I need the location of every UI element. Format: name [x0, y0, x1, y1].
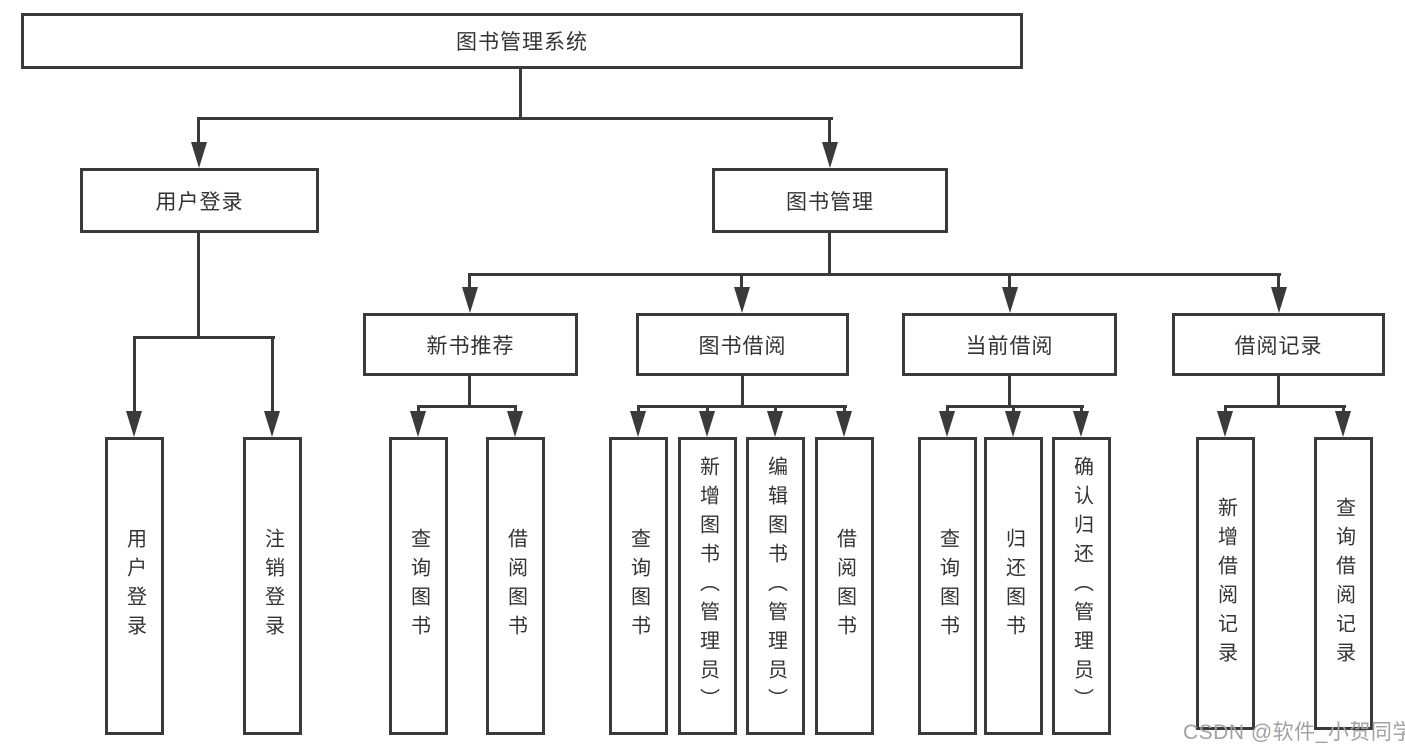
leaf-current-query-books: 查询图书	[918, 437, 977, 735]
connector-line	[197, 233, 200, 339]
connector-line	[774, 405, 777, 414]
leaf-label: 借阅图书	[504, 528, 527, 644]
connector-line	[417, 405, 420, 414]
arrow-down-icon	[1335, 411, 1351, 437]
leaf-borrowing-query-books: 查询图书	[609, 437, 668, 735]
leaf-label: 借阅图书	[833, 528, 856, 644]
arrow-down-icon	[699, 411, 715, 437]
node-label: 图书管理	[786, 190, 874, 214]
leaf-label: 新增借阅记录	[1214, 496, 1237, 671]
node-user-login: 用户登录	[80, 168, 319, 233]
connector-line	[1277, 376, 1280, 408]
connector-line	[197, 117, 200, 145]
leaf-records-add-record: 新增借阅记录	[1196, 437, 1255, 730]
leaf-label: 注销登录	[261, 528, 284, 644]
arrow-down-icon	[126, 411, 142, 437]
connector-line	[1080, 405, 1083, 414]
arrow-down-icon	[462, 287, 478, 313]
leaf-current-confirm-return: 确认归还（管理员）	[1052, 437, 1111, 735]
node-new-book-recommend: 新书推荐	[363, 313, 578, 376]
arrow-down-icon	[822, 142, 838, 168]
arrow-down-icon	[1002, 287, 1018, 313]
node-root: 图书管理系统	[21, 13, 1023, 69]
leaf-label: 确认归还（管理员）	[1070, 455, 1093, 717]
connector-line	[133, 336, 275, 339]
connector-line	[1224, 405, 1227, 414]
arrow-down-icon	[507, 411, 523, 437]
connector-line	[828, 233, 831, 276]
connector-line	[271, 336, 274, 414]
connector-line	[828, 117, 831, 145]
connector-line	[1342, 405, 1345, 414]
leaf-borrowing-borrow-books: 借阅图书	[815, 437, 874, 735]
node-current-borrowing: 当前借阅	[902, 313, 1117, 376]
leaf-borrowing-add-books: 新增图书（管理员）	[678, 437, 737, 735]
node-label: 借阅记录	[1234, 334, 1323, 358]
connector-line	[706, 405, 709, 414]
leaf-recommend-borrow-books: 借阅图书	[486, 437, 545, 735]
arrow-down-icon	[939, 411, 955, 437]
connector-line	[843, 405, 846, 414]
arrow-down-icon	[1217, 411, 1233, 437]
connector-line	[519, 68, 522, 120]
node-book-management: 图书管理	[712, 168, 948, 233]
connector-line	[514, 405, 517, 414]
connector-line	[946, 405, 949, 414]
connector-line	[133, 336, 136, 414]
node-book-borrowing: 图书借阅	[636, 313, 849, 376]
leaf-label: 新增图书（管理员）	[696, 455, 719, 717]
arrow-down-icon	[836, 411, 852, 437]
connector-line	[946, 405, 1084, 408]
leaf-label: 查询借阅记录	[1332, 496, 1355, 671]
leaf-label: 编辑图书（管理员）	[764, 455, 787, 717]
arrow-down-icon	[264, 411, 280, 437]
leaf-label: 归还图书	[1002, 528, 1025, 644]
connector-line	[1012, 405, 1015, 414]
arrow-down-icon	[191, 142, 207, 168]
connector-line	[740, 273, 743, 290]
connector-line	[468, 376, 471, 408]
arrow-down-icon	[1073, 411, 1089, 437]
arrow-down-icon	[1271, 287, 1287, 313]
connector-line	[1224, 405, 1346, 408]
arrow-down-icon	[630, 411, 646, 437]
node-borrowing-records: 借阅记录	[1172, 313, 1385, 376]
leaf-borrowing-edit-books: 编辑图书（管理员）	[746, 437, 805, 735]
connector-line	[1277, 273, 1280, 290]
connector-line	[468, 273, 471, 290]
connector-line	[197, 117, 833, 120]
connector-line	[417, 405, 517, 408]
leaf-label: 查询图书	[627, 528, 650, 644]
watermark: CSDN @软件_小贺同学	[1183, 721, 1405, 744]
node-label: 当前借阅	[965, 334, 1054, 358]
leaf-logout: 注销登录	[243, 437, 302, 735]
leaf-user-login: 用户登录	[105, 437, 164, 735]
node-label: 新书推荐	[426, 334, 515, 358]
connector-line	[637, 405, 847, 408]
arrow-down-icon	[1005, 411, 1021, 437]
leaf-label: 查询图书	[407, 528, 430, 644]
leaf-label: 用户登录	[123, 528, 146, 644]
connector-line	[468, 273, 1281, 276]
connector-line	[741, 376, 744, 408]
leaf-records-query-record: 查询借阅记录	[1314, 437, 1373, 730]
node-label: 图书借阅	[698, 334, 787, 358]
leaf-current-return-books: 归还图书	[984, 437, 1043, 735]
node-label: 用户登录	[155, 190, 244, 214]
connector-line	[1008, 273, 1011, 290]
arrow-down-icon	[734, 287, 750, 313]
leaf-recommend-query-books: 查询图书	[389, 437, 448, 735]
arrow-down-icon	[410, 411, 426, 437]
leaf-label: 查询图书	[936, 528, 959, 644]
node-label: 图书管理系统	[456, 31, 588, 54]
arrow-down-icon	[767, 411, 783, 437]
connector-line	[1008, 376, 1011, 408]
connector-line	[637, 405, 640, 414]
